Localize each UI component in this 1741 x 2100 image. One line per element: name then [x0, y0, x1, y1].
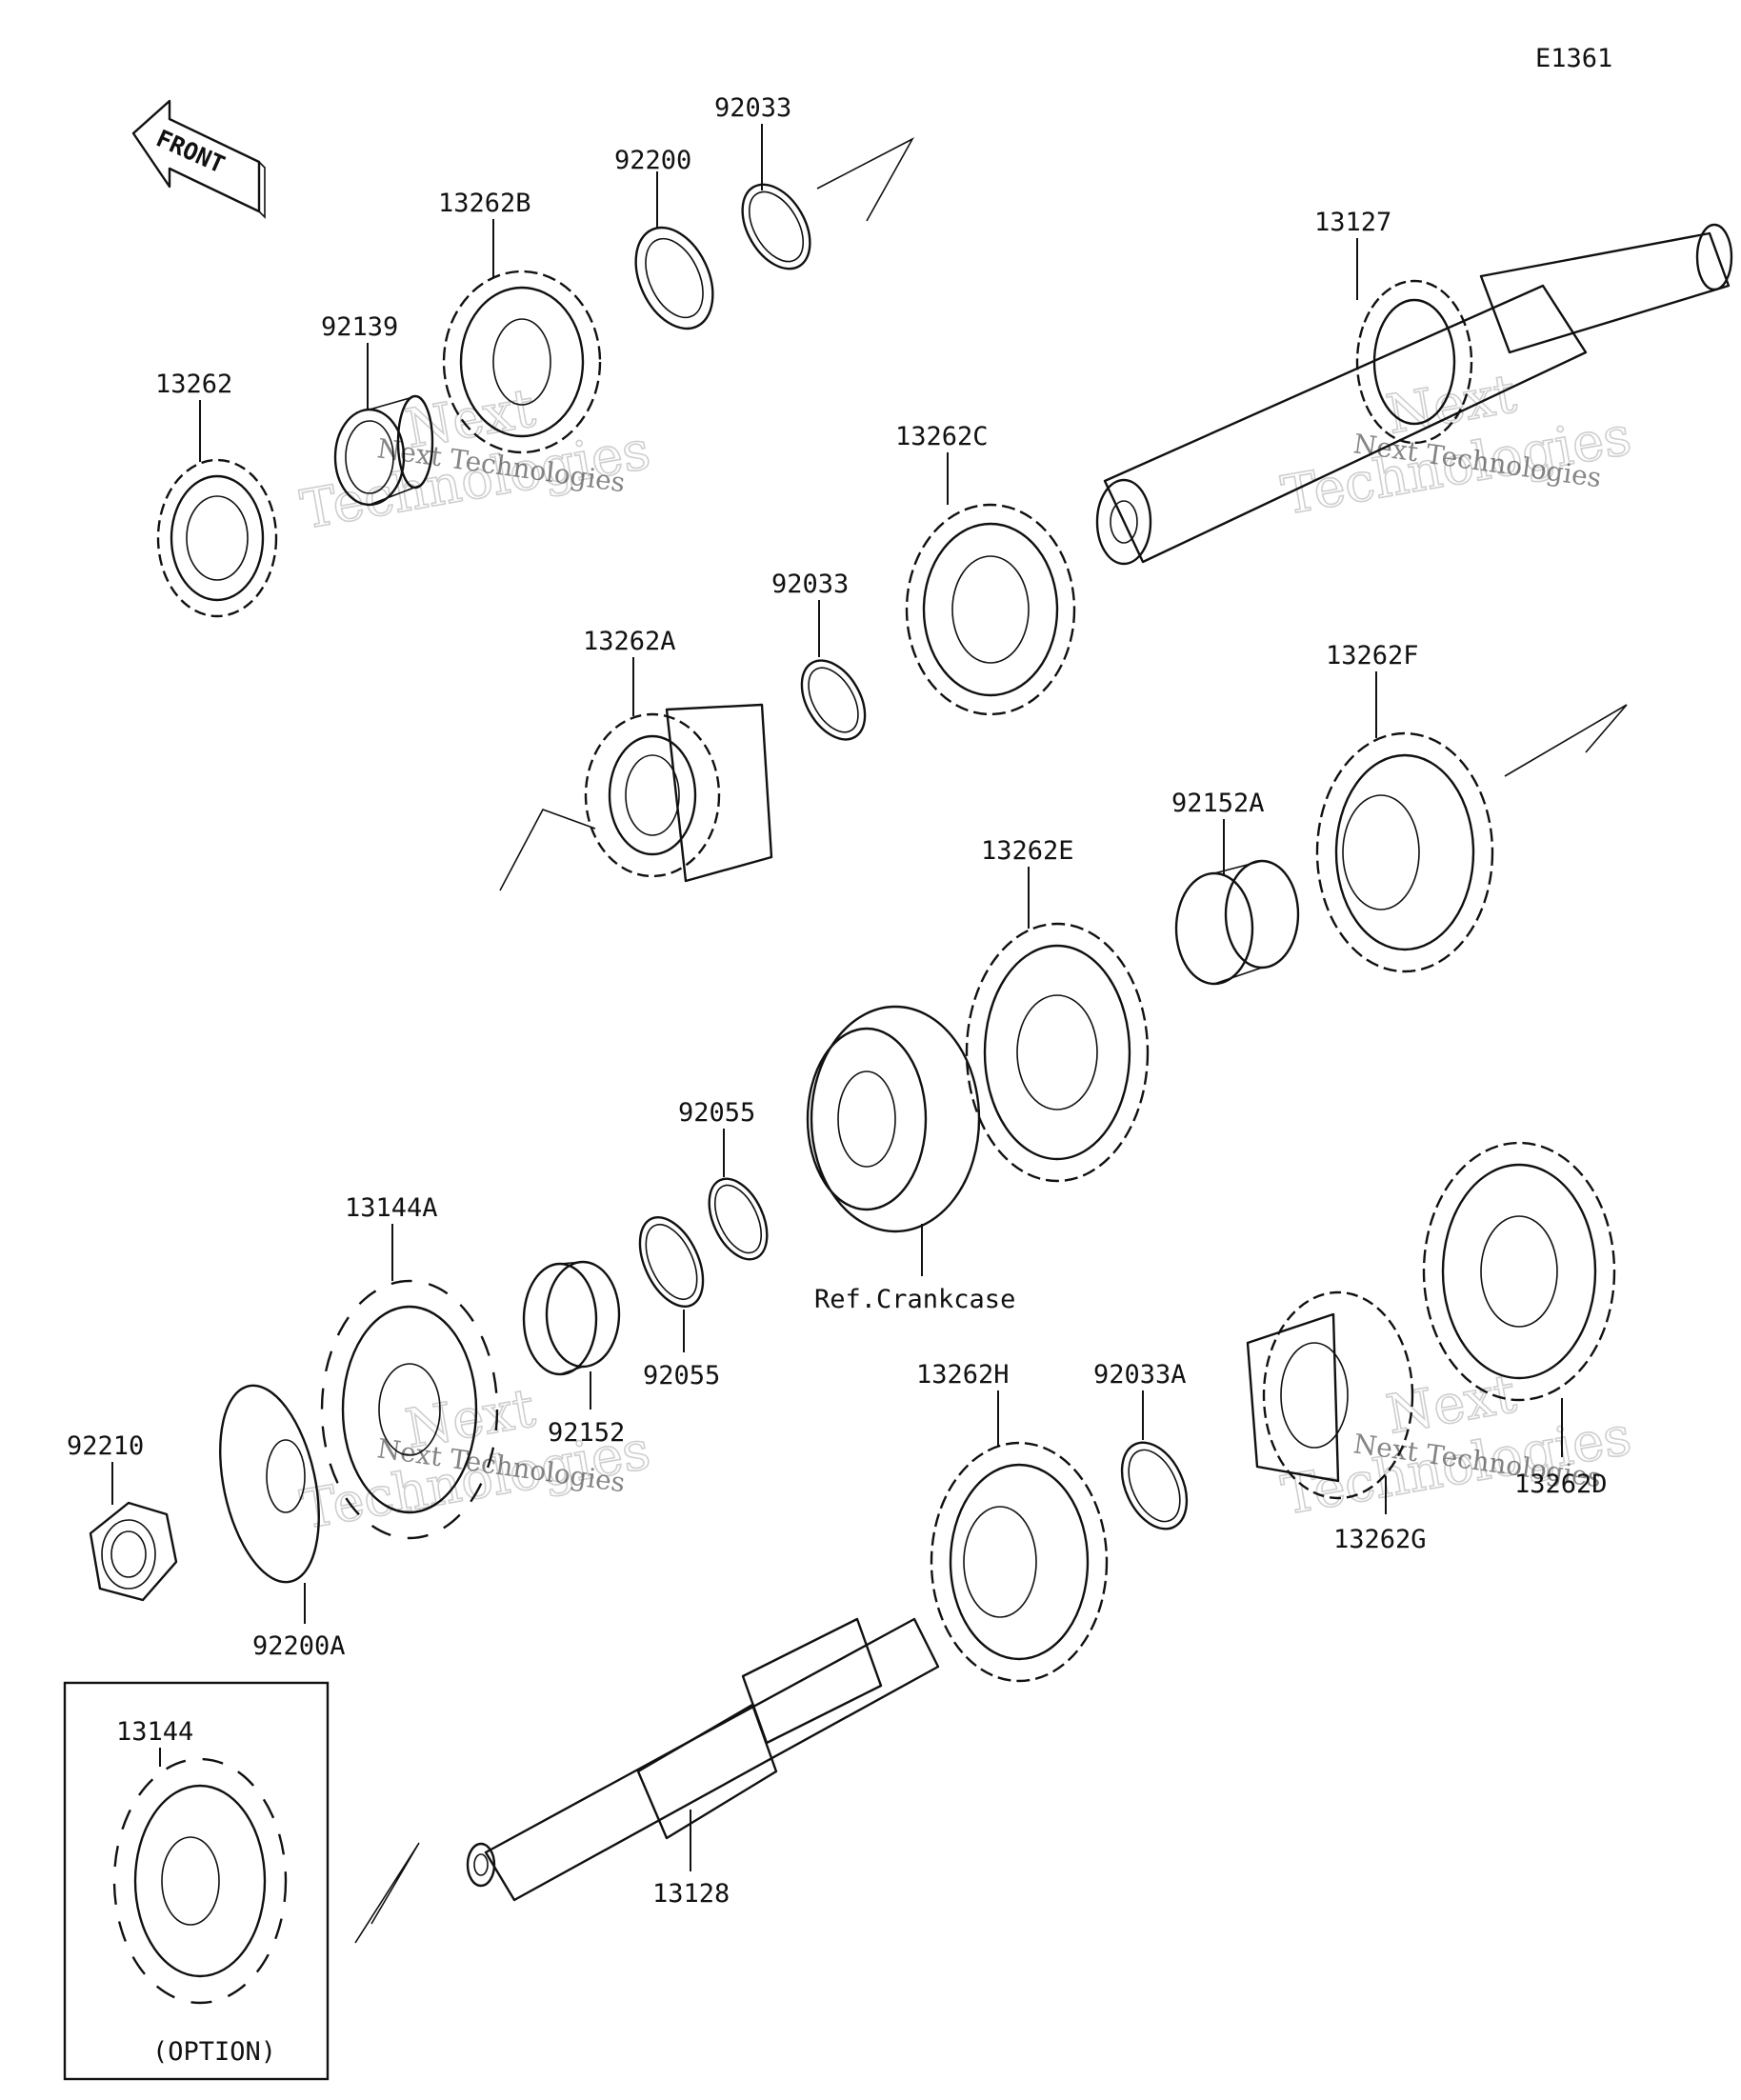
label-13262C: 13262C [895, 422, 989, 451]
label-13262D: 13262D [1514, 1470, 1608, 1499]
gear-13262E[interactable]: 13262E [965, 836, 1150, 1183]
label-92055-bottom: 92055 [643, 1361, 720, 1390]
label-92139: 92139 [321, 312, 398, 342]
gear-13262C[interactable]: 13262C [895, 422, 1076, 716]
diagram-code: E1361 [1535, 44, 1612, 73]
option-box: 13144 (OPTION) [63, 1681, 330, 2081]
axis-break-mid-right [1504, 704, 1628, 777]
option-label: (OPTION) [152, 2037, 276, 2067]
bushing-92152A[interactable]: 92152A [1171, 789, 1300, 986]
label-13262F: 13262F [1326, 641, 1419, 670]
label-13262B: 13262B [438, 189, 531, 218]
circlip-92033A[interactable]: 92033A [1093, 1360, 1199, 1539]
front-arrow-icon: FRONT [131, 99, 266, 219]
washer-92200[interactable]: 92200 [614, 146, 728, 341]
label-92033-mid: 92033 [771, 570, 849, 599]
label-13128: 13128 [652, 1879, 730, 1909]
label-13144: 13144 [116, 1717, 193, 1747]
bearing-ref-crankcase[interactable]: Ref.Crankcase [806, 1005, 1015, 1314]
label-13262E: 13262E [981, 836, 1074, 866]
gear-13262B[interactable]: 13262B [438, 189, 602, 454]
bushing-92139[interactable]: 92139 [321, 312, 434, 507]
sprocket-13144A[interactable]: 13144A [320, 1193, 499, 1540]
circlip-92033-mid[interactable]: 92033 [771, 570, 878, 750]
gear-13262F[interactable]: 13262F [1315, 641, 1494, 973]
label-13262H: 13262H [916, 1360, 1010, 1390]
gear-13262[interactable]: 13262 [155, 370, 278, 618]
label-ref-crankcase: Ref.Crankcase [814, 1285, 1015, 1314]
gear-13262A[interactable]: 13262A [583, 627, 773, 883]
label-13144A: 13144A [345, 1193, 438, 1223]
gear-13262H[interactable]: 13262H [916, 1360, 1109, 1683]
front-arrow-label: FRONT [152, 124, 230, 178]
shaft-13128[interactable]: 13128 [466, 1617, 940, 1909]
label-92200: 92200 [614, 146, 691, 175]
label-13262G: 13262G [1333, 1525, 1427, 1554]
axis-break-bottom [354, 1842, 420, 1944]
label-92033A: 92033A [1093, 1360, 1187, 1390]
oring-92055-top[interactable]: 92055 [678, 1098, 779, 1269]
label-92152A: 92152A [1171, 789, 1265, 818]
axis-break-mid-left [499, 809, 596, 891]
shaft-13127[interactable]: 13127 [1095, 208, 1733, 566]
label-13127: 13127 [1314, 208, 1391, 237]
washer-92200A[interactable]: 92200A [204, 1376, 346, 1661]
label-13262A: 13262A [583, 627, 676, 656]
label-13262: 13262 [155, 370, 232, 399]
label-92033-top: 92033 [714, 93, 791, 123]
label-92152: 92152 [548, 1418, 625, 1448]
circlip-92033-top[interactable]: 92033 [714, 93, 824, 281]
label-92055-top: 92055 [678, 1098, 755, 1128]
gear-13262D[interactable]: 13262D [1422, 1141, 1616, 1499]
label-92210: 92210 [67, 1431, 144, 1461]
sprocket-13144[interactable]: 13144 [112, 1717, 288, 2005]
nut-92210[interactable]: 92210 [67, 1431, 178, 1602]
bushing-92152[interactable]: 92152 [522, 1260, 625, 1448]
axis-break-top [816, 137, 914, 222]
oring-92055-bottom[interactable]: 92055 [627, 1208, 720, 1390]
label-92200A: 92200A [252, 1631, 346, 1661]
gear-13262G[interactable]: 13262G [1246, 1290, 1427, 1554]
